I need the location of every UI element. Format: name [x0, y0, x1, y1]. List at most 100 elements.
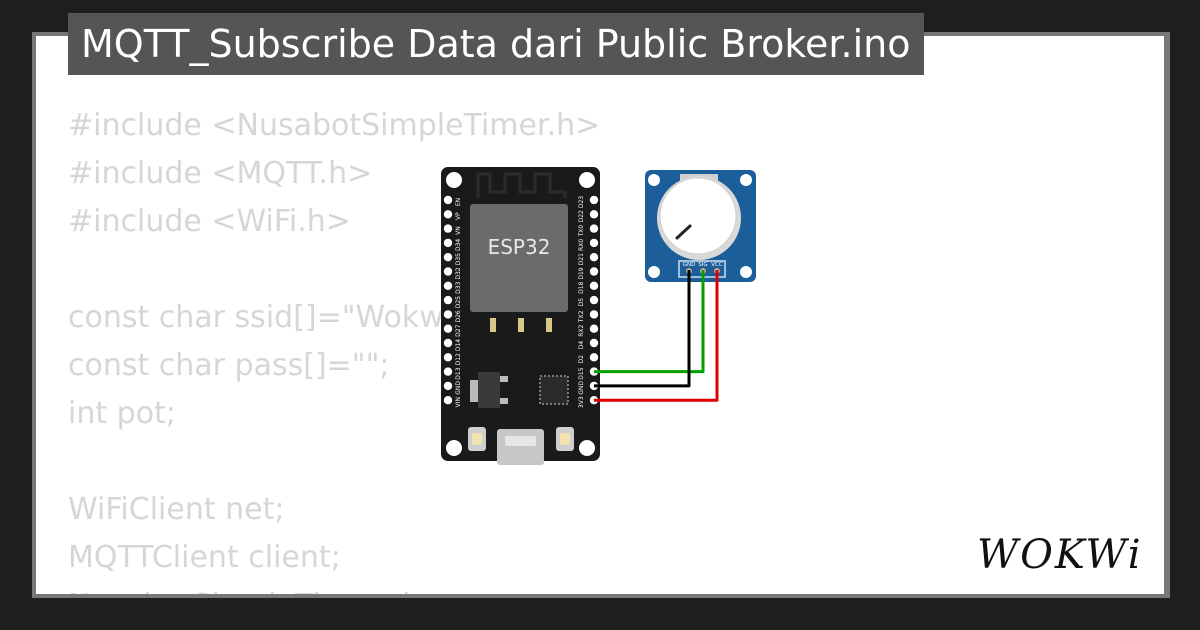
- module-pad: [518, 318, 524, 332]
- pin-label: D13: [455, 367, 462, 379]
- project-title[interactable]: MQTT_Subscribe Data dari Public Broker.i…: [68, 13, 924, 75]
- pot-pin-label: GND: [683, 262, 696, 268]
- pin-d27[interactable]: [443, 324, 453, 333]
- pot-pin-label: VCC: [711, 262, 723, 268]
- pin-label: D26: [455, 310, 462, 322]
- pin-label: D21: [578, 253, 585, 265]
- pin-label: D14: [455, 339, 462, 351]
- usb-serial-chip: [539, 375, 569, 405]
- pot-mounting-hole: [648, 174, 660, 186]
- code-line: #include <WiFi.h>: [68, 204, 351, 239]
- wire-gnd-gnd[interactable]: [594, 270, 691, 388]
- pin-label: VN: [455, 226, 462, 235]
- pin-rx2[interactable]: [589, 324, 599, 333]
- usb-port[interactable]: [497, 429, 544, 465]
- code-line: MQTTClient client;: [68, 540, 341, 575]
- pin-label: D23: [578, 196, 585, 208]
- pin-d14[interactable]: [443, 338, 453, 348]
- pin-d13[interactable]: [443, 367, 453, 376]
- pin-tx2[interactable]: [589, 310, 599, 319]
- pot-knob-indicator: [675, 224, 692, 240]
- pin-label: RX0: [578, 239, 585, 251]
- code-line: NusabotSimpleTimer timer;: [68, 582, 600, 594]
- pin-d26[interactable]: [443, 310, 453, 319]
- pin-label: D33: [455, 281, 462, 293]
- wires: [594, 270, 719, 402]
- pin-label: D5: [578, 298, 585, 307]
- right-pin-header: D23D22TX0RX0D21D19D18D5TX2RX2D4D2D15GND3…: [578, 195, 599, 408]
- pin-label: D22: [578, 210, 585, 222]
- pin-tx0[interactable]: [589, 224, 599, 233]
- mounting-hole: [446, 440, 462, 456]
- pin-label: TX2: [578, 310, 585, 323]
- pin-label: D12: [455, 353, 462, 365]
- pin-label: D4: [578, 341, 585, 350]
- wire-3v3-vcc[interactable]: [594, 270, 719, 402]
- regulator-lead: [500, 376, 508, 382]
- pin-label: D19: [578, 267, 585, 279]
- pot-pin-label: SIG: [698, 262, 707, 268]
- pin-rx0[interactable]: [589, 238, 599, 248]
- pin-label: EN: [455, 198, 462, 206]
- pin-label: D32: [455, 267, 462, 279]
- esp32-module-shield: [470, 204, 568, 312]
- module-pad: [546, 318, 552, 332]
- pin-d5[interactable]: [589, 295, 599, 305]
- pin-label: VIN: [455, 397, 462, 407]
- pin-label: D35: [455, 253, 462, 265]
- pin-d32[interactable]: [443, 267, 453, 276]
- pin-d22[interactable]: [589, 210, 599, 219]
- pin-label: D34: [455, 239, 462, 251]
- en-button[interactable]: [468, 427, 486, 451]
- pin-label: 3V3: [578, 396, 585, 408]
- mounting-hole: [579, 172, 595, 188]
- pin-label: RX2: [578, 324, 585, 336]
- code-line: WiFiClient net;: [68, 492, 285, 527]
- pin-d19[interactable]: [589, 267, 599, 276]
- pin-d23[interactable]: [589, 195, 599, 205]
- pin-gnd[interactable]: [443, 381, 453, 391]
- pot-mounting-hole: [740, 266, 752, 278]
- pin-d4[interactable]: [589, 338, 599, 348]
- regulator-tab: [470, 380, 478, 402]
- pin-label: VP: [455, 212, 462, 220]
- pin-d35[interactable]: [443, 253, 453, 262]
- board-label: ESP32: [488, 235, 551, 259]
- pin-d33[interactable]: [443, 281, 453, 290]
- voltage-regulator: [478, 372, 500, 408]
- pin-d18[interactable]: [589, 281, 599, 290]
- pin-vn[interactable]: [443, 224, 453, 233]
- pin-d2[interactable]: [589, 353, 599, 362]
- pin-vin[interactable]: [443, 396, 453, 405]
- code-line: const char ssid[]="Wokwi: [68, 300, 453, 335]
- pin-en[interactable]: [443, 195, 453, 205]
- mounting-hole: [446, 172, 462, 188]
- pin-label: D15: [578, 367, 585, 379]
- pin-label: TX0: [578, 225, 585, 238]
- code-line: #include <MQTT.h>: [68, 156, 373, 191]
- pin-d12[interactable]: [443, 353, 453, 362]
- logo-text: WOKWi: [977, 532, 1143, 576]
- code-line: const char pass[]="";: [68, 348, 390, 383]
- wokwi-logo: WOKWi: [975, 520, 1150, 580]
- pot-knob[interactable]: [659, 177, 737, 255]
- pin-d21[interactable]: [589, 253, 599, 262]
- pin-label: D27: [455, 324, 462, 336]
- pin-d25[interactable]: [443, 295, 453, 305]
- pin-d34[interactable]: [443, 238, 453, 248]
- code-line: #include <NusabotSimpleTimer.h>: [68, 108, 601, 143]
- code-preview: #include <NusabotSimpleTimer.h> #include …: [68, 102, 600, 594]
- boot-button[interactable]: [556, 427, 574, 451]
- pin-vp[interactable]: [443, 210, 453, 219]
- module-pad: [490, 318, 496, 332]
- code-line: int pot;: [68, 396, 176, 431]
- pot-mounting-hole: [648, 266, 660, 278]
- pin-label: GND: [455, 381, 462, 395]
- wire-d15-sig[interactable]: [594, 270, 705, 374]
- esp32-board[interactable]: ESP32 ENVPVND34D35D32D33D25D26D27D14D12D…: [441, 167, 600, 465]
- pin-label: D18: [578, 281, 585, 293]
- mounting-hole: [579, 440, 595, 456]
- left-pin-header: ENVPVND34D35D32D33D25D26D27D14D12D13GNDV…: [443, 195, 462, 407]
